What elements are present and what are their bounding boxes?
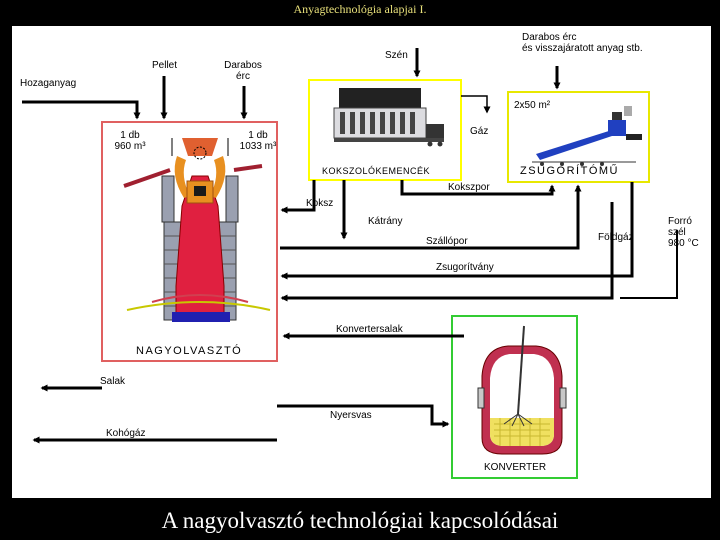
converter-box (451, 315, 578, 479)
sinter-plant-box (507, 91, 650, 183)
blast-furnace-illustration (123, 138, 271, 322)
label-pellet: Pellet (152, 60, 178, 71)
label-nyersvas: Nyersvas (330, 410, 372, 421)
label-katrany: Kátrány (368, 216, 403, 227)
label-kokszpor: Kokszpor (448, 182, 490, 193)
diagram-panel: Hozaganyag Pellet Darabos érc Szén Darab… (12, 26, 711, 498)
label-blast-furnace: NAGYOLVASZTÓ (136, 345, 243, 357)
label-darabos-ero: Darabos érc és visszajáratott anyag stb. (522, 32, 643, 54)
label-hozaganyag: Hozaganyag (20, 78, 77, 89)
label-szen: Szén (385, 50, 408, 61)
label-salak: Salak (100, 376, 126, 387)
coke-dust-line (400, 180, 556, 196)
converter-illustration (477, 325, 567, 455)
label-szallopor: Szállópor (426, 236, 468, 247)
sinter-line (280, 182, 634, 280)
label-darabos-erc: Darabos érc (224, 60, 262, 82)
plant-input-arrows (413, 48, 561, 90)
flue-dust-line (280, 184, 582, 250)
label-furnace-2: 1 db 1033 m³ (239, 130, 277, 152)
slide-title: Anyagtechnológia alapjai I. (293, 2, 427, 16)
coke-oven-illustration (333, 88, 444, 147)
label-furnace-1: 1 db 960 m³ (114, 130, 146, 152)
slide-caption: A nagyolvasztó technológiai kapcsolódása… (161, 508, 559, 533)
gas-arrow (461, 95, 491, 114)
sinter-plant-illustration (532, 106, 642, 166)
coke-line (280, 180, 316, 214)
flow-diagram (22, 48, 678, 479)
furnace-input-arrows (22, 76, 248, 120)
label-forro-szel: Forró szél 980 °C (668, 216, 699, 249)
label-kohogaz: Kohógáz (106, 428, 146, 439)
coke-oven-box (308, 79, 462, 181)
label-koksz: Koksz (306, 198, 334, 209)
label-sinter-plant: ZSUGORÍTÓMŰ (520, 165, 619, 177)
blast-furnace-box (101, 121, 278, 362)
pig-iron-line (277, 404, 450, 428)
label-zsugoritvany: Zsugorítvány (436, 262, 494, 273)
label-converter: KONVERTER (484, 462, 547, 473)
label-gaz: Gáz (470, 126, 489, 137)
hot-blast-arrow (620, 230, 678, 299)
label-konvertersalak: Konvertersalak (336, 324, 403, 335)
label-foldgaz: Földgáz (598, 232, 634, 243)
natural-gas-line (280, 202, 614, 302)
label-sinter-size: 2x50 m² (514, 100, 551, 111)
label-coke-ovens: KOKSZOLÓKEMENCÉK (322, 166, 431, 176)
